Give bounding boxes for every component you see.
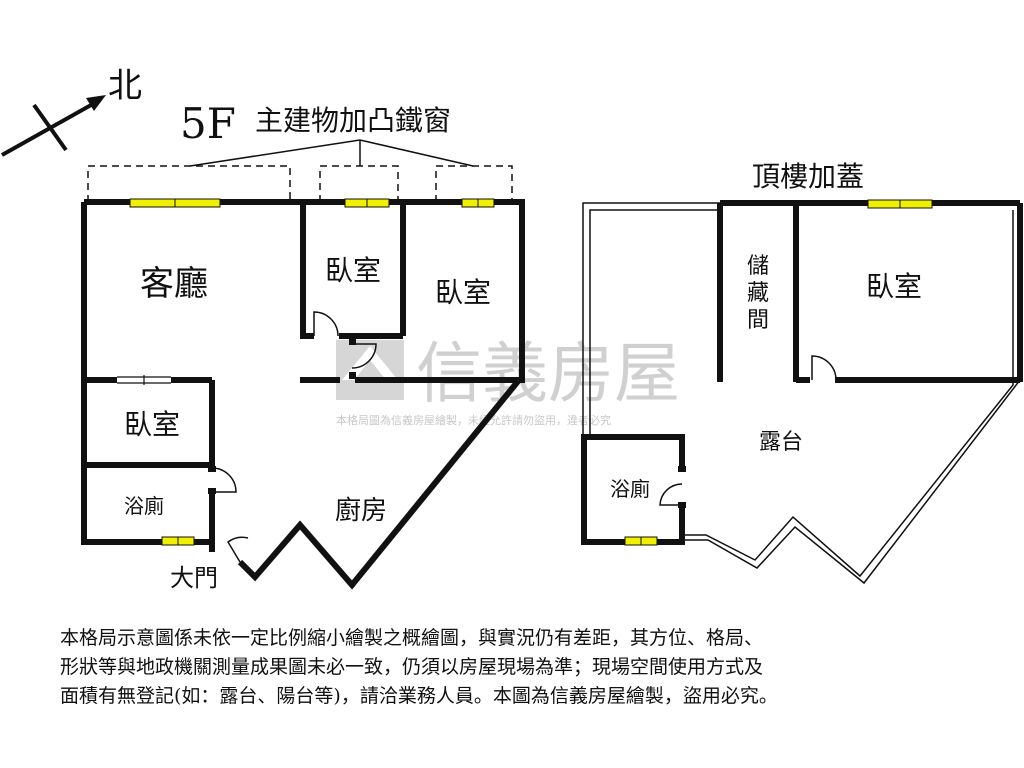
floor-plan: 北 5F 主建物加凸鐵窗 信義房屋 本格局圖為信義房屋繪製，未經允許請勿盜用，違… [1, 66, 1023, 592]
bay-window-pointers [189, 139, 474, 167]
disclaimer-line: 形狀等與地政機關測量成果圖未必一致，仍須以房屋現場為準；現場空間使用方式及 [60, 656, 764, 678]
disclaimer-line: 面積有無登記(如：露台、陽台等)，請洽業務人員。本圖為信義房屋繪製，盜用必究。 [60, 685, 778, 707]
door-jamb [208, 488, 216, 494]
watermark: 信義房屋 本格局圖為信義房屋繪製，未經允許請勿盜用，違者必究 [336, 335, 680, 427]
bay-window-outlines [87, 165, 513, 202]
entrance-label: 大門 [170, 564, 218, 592]
watermark-brand: 信義房屋 [416, 335, 680, 412]
watermark-logo-icon [336, 340, 404, 400]
room-storage-char-2: 藏 [747, 281, 769, 306]
rooftop-title: 頂樓加蓋 [752, 160, 864, 193]
watermark-notice: 本格局圖為信義房屋繪製，未經允許請勿盜用，違者必究 [336, 413, 611, 427]
room-terrace: 露台 [759, 430, 803, 455]
bay-window-label: 主建物加凸鐵窗 [255, 104, 451, 137]
room-kitchen: 廚房 [335, 496, 387, 526]
windows-rooftop [624, 199, 933, 546]
rooftop-door-swings [659, 355, 837, 506]
sliding-door [117, 375, 171, 385]
door-swings [211, 311, 377, 563]
room-bedroom-east: 臥室 [435, 276, 491, 309]
room-rooftop-bathroom: 浴廁 [610, 477, 650, 501]
door-jamb [349, 372, 356, 379]
disclaimer-line: 本格局示意圖係未依一定比例縮小繪製之概繪圖，與實況仍有差距，其方位、格局、 [60, 627, 764, 649]
door-jamb [678, 466, 686, 472]
windows-5f [129, 198, 495, 546]
room-storage-char-1: 儲 [747, 254, 769, 279]
floor-label: 5F [180, 99, 236, 148]
door-jamb [678, 502, 686, 508]
room-rooftop-bedroom: 臥室 [866, 270, 922, 303]
floor-5f-walls [81, 199, 525, 590]
door-jamb [349, 338, 356, 345]
north-label: 北 [108, 66, 142, 106]
door-jamb [208, 466, 216, 472]
north-arrow-icon [1, 95, 106, 157]
disclaimer: 本格局示意圖係未依一定比例縮小繪製之概繪圖，與實況仍有差距，其方位、格局、 形狀… [60, 624, 980, 711]
room-bedroom-west: 臥室 [124, 408, 180, 441]
room-bathroom: 浴廁 [124, 494, 164, 518]
room-living-room: 客廳 [140, 264, 208, 304]
room-storage-char-3: 間 [747, 308, 769, 333]
room-bedroom-north: 臥室 [325, 254, 381, 287]
